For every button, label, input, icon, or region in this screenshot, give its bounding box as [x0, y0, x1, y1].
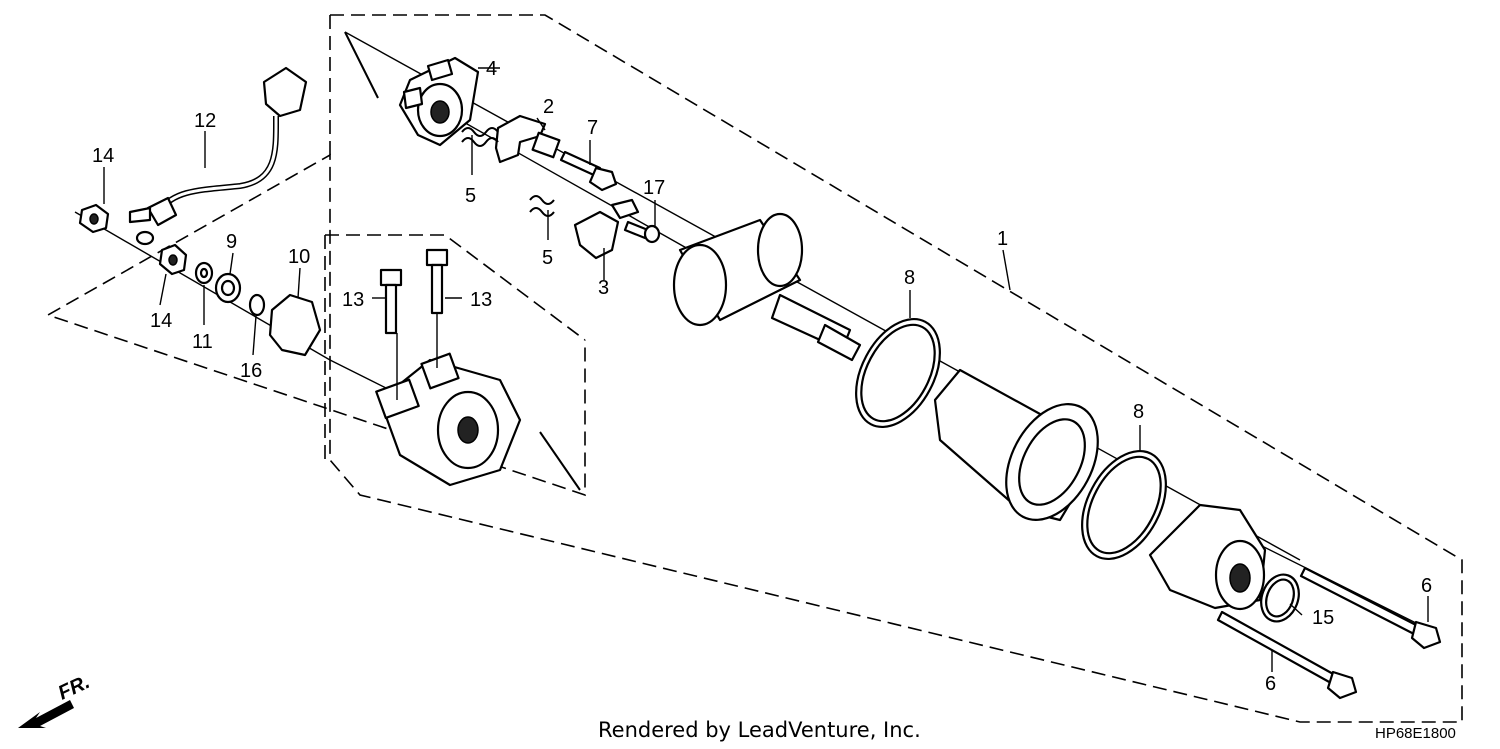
bushing-part[interactable]: [214, 272, 242, 304]
bolt-part[interactable]: [559, 150, 618, 192]
callout-9: 9: [226, 231, 237, 253]
motor-case-part[interactable]: [933, 368, 1116, 536]
screw-part[interactable]: [623, 220, 661, 244]
armature-part[interactable]: [672, 212, 862, 362]
front-cover-part[interactable]: [375, 352, 522, 487]
spring-part[interactable]: [461, 127, 499, 147]
callout-6-second: 6: [1265, 673, 1276, 695]
arrow-icon: [18, 700, 74, 728]
washer-part[interactable]: [194, 261, 214, 285]
callout-5-second: 5: [542, 247, 553, 269]
o-ring-part[interactable]: [839, 305, 957, 441]
long-bolt-part[interactable]: [1216, 610, 1358, 700]
callout-6: 6: [1421, 575, 1432, 597]
callout-4: 4: [486, 58, 497, 80]
subassembly-outline: [325, 234, 586, 341]
direction-label: FR.: [55, 671, 93, 705]
callout-2: 2: [543, 96, 554, 118]
callout-14: 14: [92, 145, 114, 167]
brush-bracket-part[interactable]: [573, 198, 640, 260]
flange-bolt-part[interactable]: [425, 248, 449, 315]
spring-part[interactable]: [529, 195, 555, 217]
callout-17: 17: [643, 177, 665, 199]
axis-line: [539, 431, 581, 491]
callout-13: 13: [342, 289, 364, 311]
nut-part[interactable]: [158, 243, 188, 276]
callout-8: 8: [904, 267, 915, 289]
leader-lines: [103, 67, 1429, 672]
front-direction-indicator: FR.: [18, 671, 93, 728]
callout-1: 1: [997, 228, 1008, 250]
callout-14-second: 14: [150, 310, 172, 332]
long-bolt-part[interactable]: [1299, 566, 1442, 650]
o-ring-part[interactable]: [1065, 437, 1183, 573]
callout-16: 16: [240, 360, 262, 382]
footer-credit: Rendered by LeadVenture, Inc.: [598, 718, 921, 742]
callout-7: 7: [587, 117, 598, 139]
callout-3: 3: [598, 277, 609, 299]
callout-5: 5: [465, 185, 476, 207]
cable-part[interactable]: [128, 66, 308, 246]
callout-11: 11: [192, 331, 213, 353]
axis-line: [344, 31, 379, 99]
callout-13-second: 13: [470, 289, 492, 311]
small-o-ring-part[interactable]: [1255, 569, 1305, 626]
assembly-outline: [46, 14, 1463, 723]
flange-bolt-part[interactable]: [379, 268, 403, 335]
callout-12: 12: [194, 110, 216, 132]
nut-part[interactable]: [78, 203, 110, 234]
bushing-housing-part[interactable]: [268, 293, 322, 357]
washer-ring-part[interactable]: [248, 293, 266, 317]
brush-holder-part[interactable]: [398, 56, 480, 147]
rear-cover-part[interactable]: [1148, 503, 1267, 611]
axis-line: [329, 359, 391, 391]
brush-part[interactable]: [494, 114, 561, 164]
callout-15: 15: [1312, 607, 1334, 629]
callout-8-second: 8: [1133, 401, 1144, 423]
diagram-code: HP68E1800: [1375, 725, 1456, 742]
callout-10: 10: [288, 246, 310, 268]
